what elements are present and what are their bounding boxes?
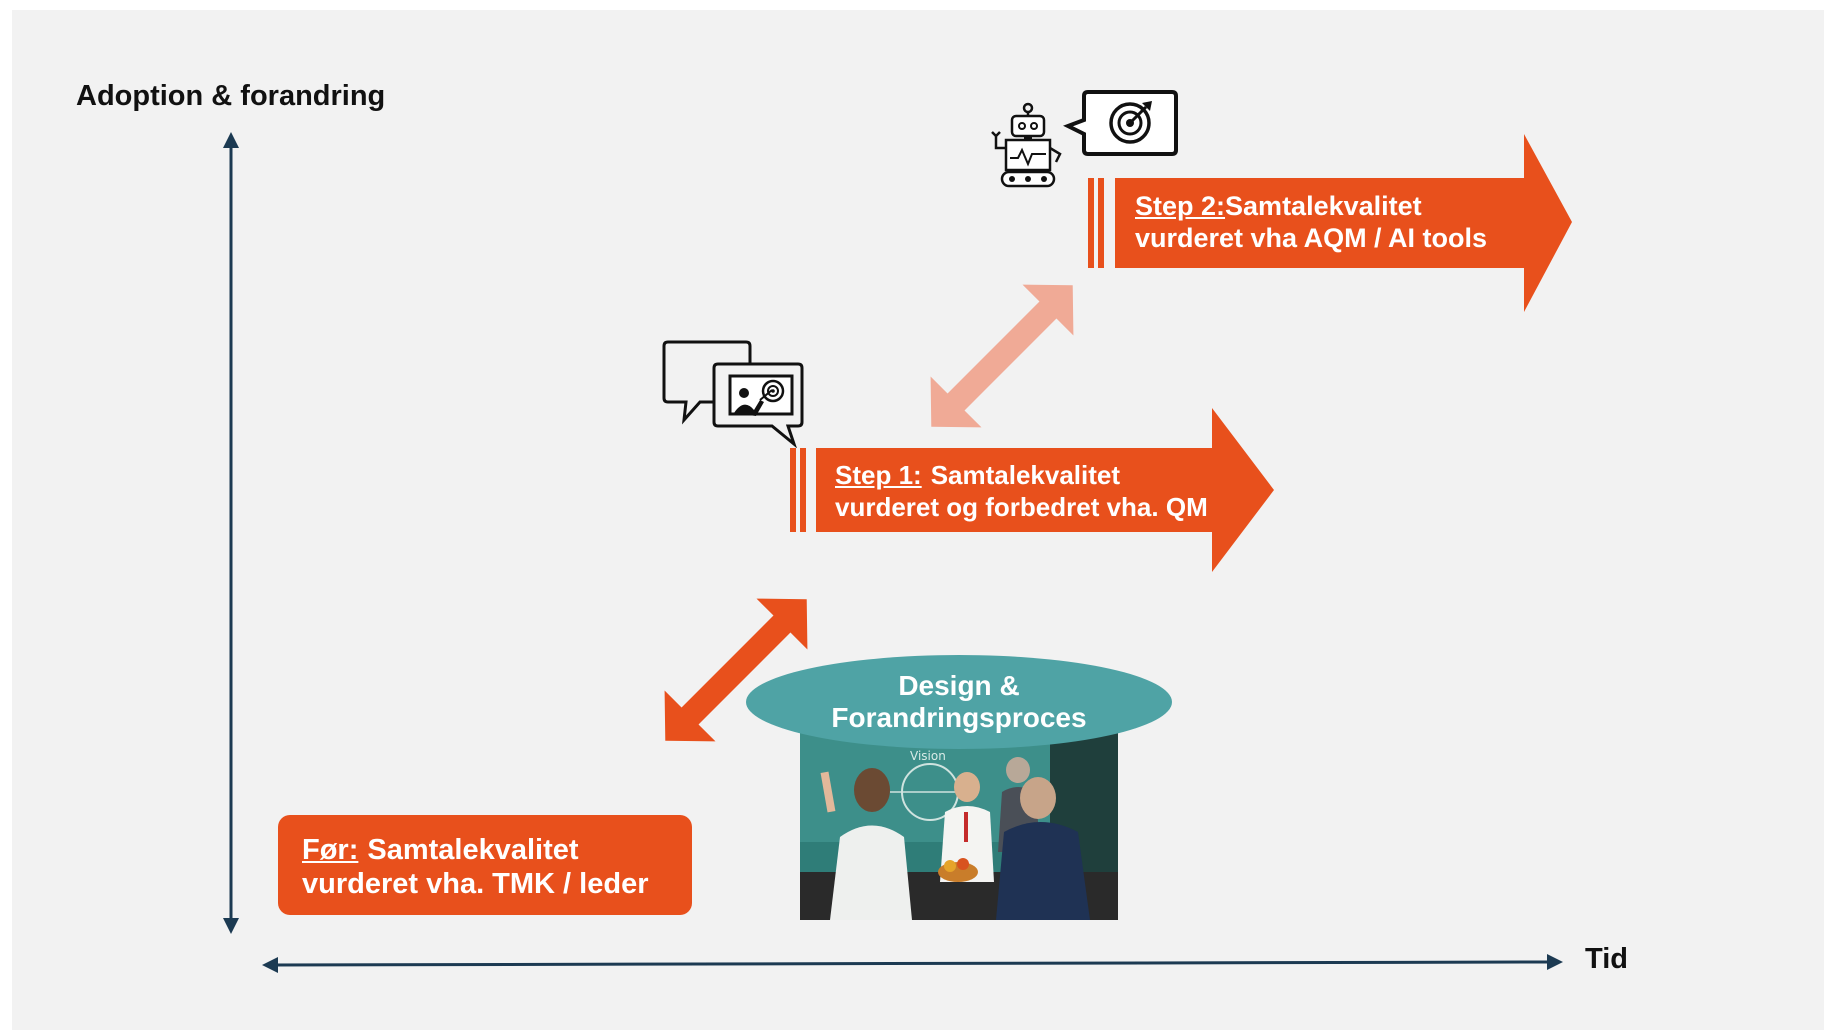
y-axis — [223, 132, 239, 934]
chat-presentation-target-icon — [660, 338, 806, 453]
before-text: Før:Samtalekvalitet vurderet vha. TMK / … — [302, 833, 649, 901]
svg-text:Vision: Vision — [910, 749, 946, 763]
step2-line1: Samtalekvalitet — [1225, 191, 1422, 221]
meeting-photo: Vision — [800, 732, 1118, 920]
double-arrow-process-step1 — [664, 598, 808, 742]
step1-line1: Samtalekvalitet — [930, 460, 1121, 490]
double-arrow-step1-step2 — [930, 284, 1074, 428]
process-line1: Design & — [898, 670, 1020, 701]
process-ellipse — [746, 655, 1172, 749]
step2-text: Step 2:Samtalekvalitet vurderet vha AQM … — [1135, 190, 1487, 254]
x-axis-label: Tid — [1585, 943, 1628, 975]
robot-chat-target-icon — [984, 88, 1180, 203]
before-box — [278, 815, 692, 915]
step1-text: Step 1: Samtalekvalitet vurderet og forbe… — [835, 459, 1208, 523]
step2-arrow — [1088, 134, 1572, 312]
y-axis-label: Adoption & forandring — [76, 80, 386, 112]
x-axis — [262, 954, 1563, 973]
process-line2: Forandringsproces — [831, 702, 1087, 733]
step1-line2: vurderet og forbedret vha. QM — [835, 492, 1208, 522]
before-line1: Samtalekvalitet — [367, 834, 579, 866]
step1-arrow — [790, 408, 1274, 572]
process-label: Design & Forandringsproces — [746, 670, 1172, 734]
step1-prefix: Step 1: — [835, 460, 922, 490]
before-line2: vurderet vha. TMK / leder — [302, 868, 649, 900]
step2-line2: vurderet vha AQM / AI tools — [1135, 223, 1488, 253]
before-prefix: Før: — [302, 834, 359, 866]
step2-prefix: Step 2: — [1135, 191, 1226, 221]
